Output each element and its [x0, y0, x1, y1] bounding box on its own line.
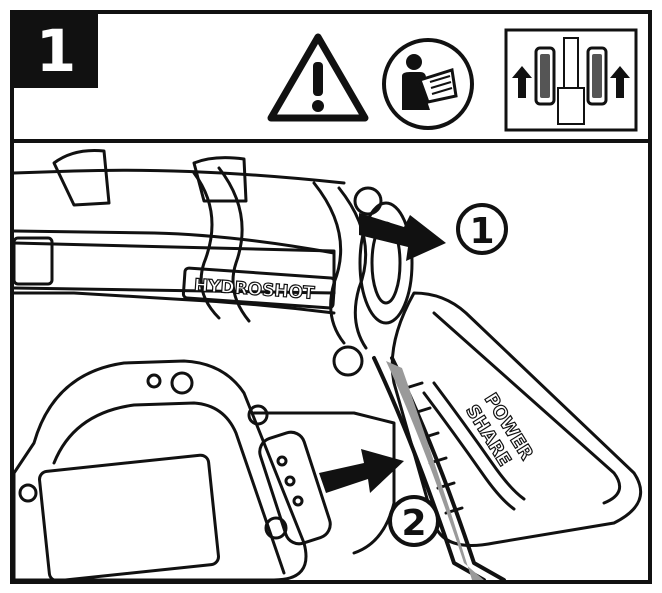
button-strip: [258, 430, 332, 546]
callout-1-label: 1: [469, 211, 494, 252]
arrow-1-icon: [359, 213, 446, 261]
brand-plate: [181, 266, 337, 310]
read-manual-icon: [382, 38, 474, 130]
instruction-header: 1: [14, 14, 648, 143]
battery-window: [38, 453, 220, 580]
callout-2-label: 2: [401, 503, 426, 544]
power-share-logo: POWER SHARE: [461, 389, 538, 471]
device-illustration: 1 2 HYDROSHOT POWER SHARE: [14, 149, 643, 580]
callout-2: 2: [388, 495, 440, 547]
arrow-2-icon: [319, 449, 404, 493]
trigger-grip: [386, 361, 484, 580]
step-number: 1: [35, 17, 77, 85]
instruction-panel: 1: [10, 10, 652, 584]
lift-handles-icon: [504, 28, 638, 132]
battery-pack: [14, 359, 308, 580]
callout-1: 1: [456, 203, 508, 255]
top-clip: [52, 149, 111, 207]
step-number-badge: 1: [14, 14, 98, 88]
warning-triangle-icon: [267, 33, 369, 122]
